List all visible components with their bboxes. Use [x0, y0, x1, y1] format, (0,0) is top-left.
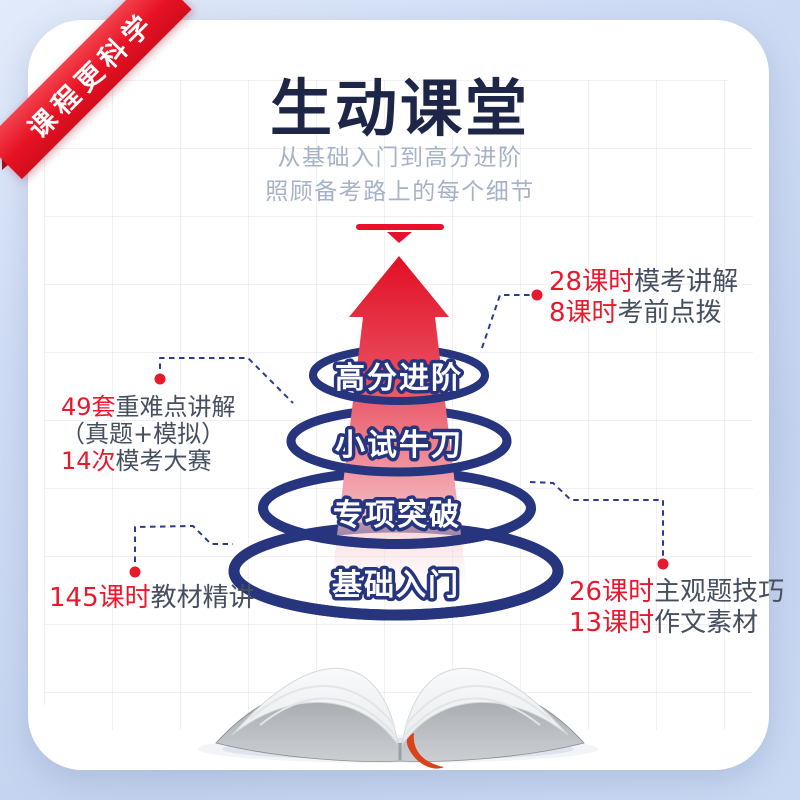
callout-text: 主观题技巧	[654, 577, 785, 607]
callout-text: 模考大赛	[115, 447, 212, 475]
callout-highlight: 13课时	[569, 608, 655, 638]
callout-text: 重难点讲解	[115, 393, 236, 421]
callout-line: 49套重难点讲解	[61, 394, 236, 421]
callout-bottom-right: 26课时主观题技巧 13课时作文素材	[569, 577, 784, 639]
callout-line: 26课时主观题技巧	[569, 577, 784, 608]
callout-highlight: 26课时	[569, 577, 655, 607]
callout-line: 8课时考前点拨	[549, 298, 738, 329]
callout-top-right: 28课时模考讲解 8课时考前点拨	[549, 267, 738, 329]
callout-highlight: 49套	[61, 393, 116, 421]
callout-highlight: 8课时	[549, 298, 618, 328]
callout-highlight: 14次	[61, 447, 116, 475]
callout-bottom-left: 145课时教材精讲	[49, 583, 255, 614]
callout-text: 模考讲解	[634, 267, 739, 297]
callout-line: 28课时模考讲解	[549, 267, 738, 298]
page-title: 生动课堂	[269, 72, 530, 145]
callout-highlight: 145课时	[49, 583, 151, 613]
callout-text: 作文素材	[654, 608, 759, 638]
callout-line: 14次模考大赛	[61, 448, 236, 475]
callout-text: （真题+模拟）	[61, 420, 226, 448]
page-subtitle: 从基础入门到高分进阶 照顾备考路上的每个细节	[0, 141, 800, 209]
callout-line: （真题+模拟）	[61, 421, 236, 448]
callout-highlight: 28课时	[549, 267, 635, 297]
callout-line: 145课时教材精讲	[49, 583, 255, 614]
callout-left: 49套重难点讲解 （真题+模拟） 14次模考大赛	[61, 394, 236, 475]
callout-text: 考前点拨	[617, 298, 722, 328]
subtitle-line-1: 从基础入门到高分进阶	[277, 145, 523, 171]
callout-line: 13课时作文素材	[569, 608, 784, 639]
callout-text: 教材精讲	[150, 583, 255, 613]
subtitle-line-2: 照顾备考路上的每个细节	[265, 179, 535, 205]
